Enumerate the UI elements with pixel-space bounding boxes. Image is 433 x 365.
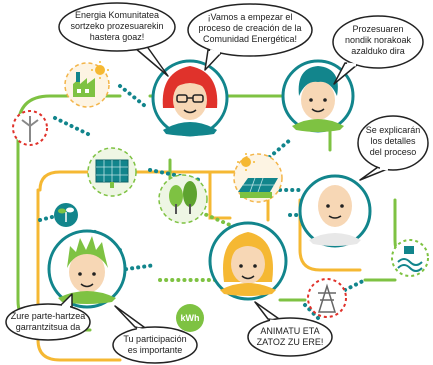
bubble-line: Tu participación: [123, 334, 186, 344]
bubble-line: Energia Komunitatea: [75, 10, 159, 20]
bubble-vamos-a-empezar: ¡Vamos a empezar el proceso de creación …: [187, 3, 313, 71]
avatar-man-teal-hair: [281, 59, 355, 133]
kwh-label: kWh: [181, 313, 200, 323]
bubble-line: sortzeko prozesuarekin: [70, 21, 163, 31]
bubble-se-explicaran: Se explicarán los detalles del proceso: [357, 115, 429, 181]
bubble-line: Comunidad Energética!: [203, 34, 297, 44]
bubble-line: Prozesuaren: [352, 24, 403, 34]
bubble-line: es importante: [128, 345, 183, 355]
bubble-line: ZATOZ ZU ERE!: [257, 337, 324, 347]
solar-roof-icon: [233, 153, 283, 203]
bubble-line: hastera goaz!: [90, 32, 145, 42]
avatar-boy-green-hair: [47, 229, 127, 309]
factory-sun-icon: [64, 61, 110, 108]
hydro-dam-icon: [391, 239, 429, 277]
bubble-line: los detalles: [370, 136, 416, 146]
bubble-line: del proceso: [370, 147, 417, 157]
bubble-tu-participacion: Tu participación es importante: [112, 305, 198, 364]
bubble-energia-komunitatea: Energia Komunitatea sortzeko prozesuarek…: [58, 2, 176, 77]
bubble-line: nondik norakoak: [345, 35, 412, 45]
wind-turbine-icon: [12, 110, 48, 146]
power-tower-icon: [307, 278, 347, 318]
kwh-badge: kWh: [176, 304, 204, 332]
bubble-line: proceso de creación de la: [198, 23, 301, 33]
trees-icon: [158, 174, 208, 224]
bubble-zure-parte-hartzea: Zure parte-hartzea garrantzitsua da: [5, 293, 91, 341]
bubble-line: Zure parte-hartzea: [11, 311, 86, 321]
bubble-line: ¡Vamos a empezar el: [208, 12, 293, 22]
avatar-bald-man: [298, 174, 372, 248]
sprout-icon: [54, 203, 78, 227]
avatar-girl-orange-hair: [208, 221, 288, 301]
bubble-animatu-eta: ANIMATU ETA ZATOZ ZU ERE!: [247, 301, 333, 357]
bubble-prozesuaren-nondik: Prozesuaren nondik norakoak azalduko dir…: [332, 15, 424, 85]
bubble-line: ANIMATU ETA: [260, 326, 319, 336]
solar-panel-icon: [87, 147, 137, 197]
bubble-line: Se explicarán: [366, 125, 421, 135]
bubble-line: azalduko dira: [351, 46, 405, 56]
avatar-woman-glasses: [151, 59, 229, 137]
bubble-line: garrantzitsua da: [16, 322, 81, 332]
